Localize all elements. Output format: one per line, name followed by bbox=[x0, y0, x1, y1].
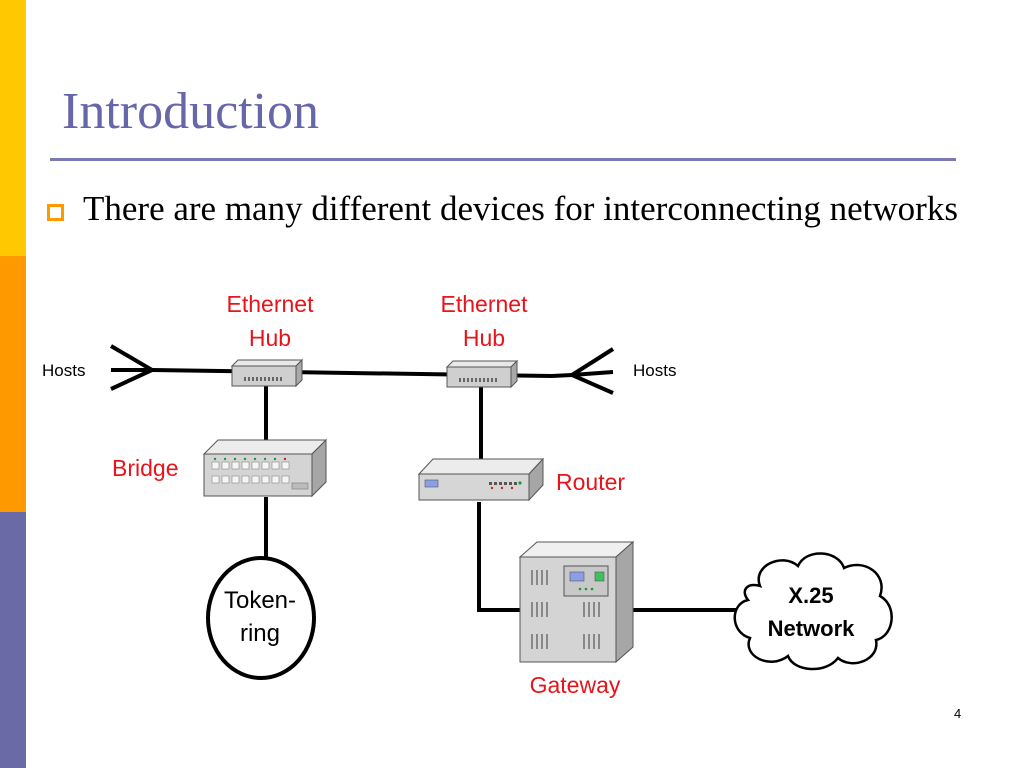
bullet-text: There are many different devices for int… bbox=[83, 189, 958, 228]
ethernet-hub-icon bbox=[230, 358, 304, 388]
hub2-label: Hub bbox=[463, 325, 505, 351]
x25-network-label: X.25 bbox=[788, 583, 833, 608]
side-bar-purple bbox=[0, 512, 26, 768]
side-bar-yellow bbox=[0, 0, 26, 256]
page-number: 4 bbox=[954, 706, 962, 721]
slide-title: Introduction bbox=[62, 83, 320, 140]
token-ring-label: Token- bbox=[224, 587, 296, 614]
hub2-label: Ethernet bbox=[441, 291, 529, 317]
x25-network-label: Network bbox=[768, 616, 856, 641]
hub1-label: Hub bbox=[249, 325, 291, 351]
ethernet-hub-icon bbox=[445, 359, 519, 389]
hosts-left-label: Hosts bbox=[42, 361, 85, 380]
connection-lines bbox=[151, 368, 740, 612]
title-divider bbox=[50, 158, 956, 161]
hosts-right-icon bbox=[570, 347, 615, 395]
side-bar-orange bbox=[0, 256, 26, 512]
router-label: Router bbox=[556, 469, 625, 495]
router-gateway-link bbox=[477, 502, 523, 612]
hub1-label: Ethernet bbox=[227, 291, 315, 317]
bridge-label: Bridge bbox=[112, 455, 178, 481]
gateway-server-icon bbox=[518, 540, 635, 664]
token-ring-label: ring bbox=[240, 620, 280, 647]
gateway-label: Gateway bbox=[530, 672, 621, 698]
bullet-square-icon bbox=[47, 204, 64, 221]
token-ring-circle bbox=[206, 556, 316, 680]
hosts-right-label: Hosts bbox=[633, 361, 676, 380]
hosts-left-icon bbox=[109, 344, 154, 391]
bridge-device-icon bbox=[202, 438, 328, 498]
x25-cloud-icon bbox=[733, 552, 893, 671]
router-device-icon bbox=[417, 457, 545, 502]
